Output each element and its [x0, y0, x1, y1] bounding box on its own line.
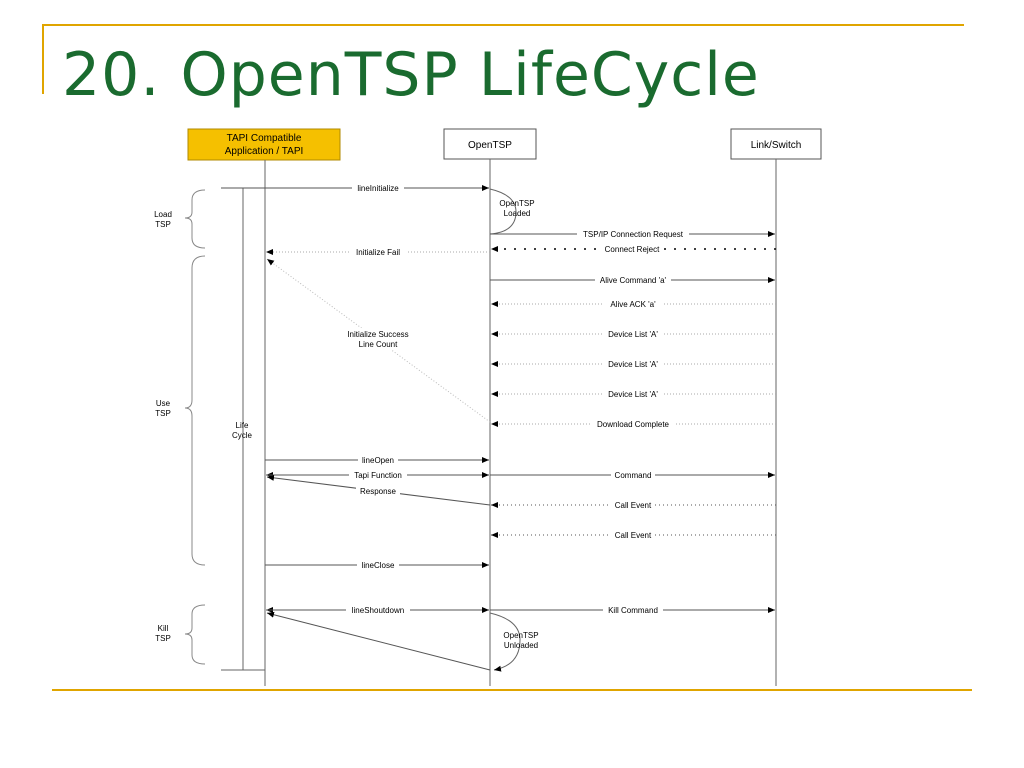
msg-call-event-1-label: Call Event	[615, 501, 652, 510]
phase-use-label-2: TSP	[155, 409, 171, 418]
participant-opentsp: OpenTSP	[443, 128, 537, 160]
note-opentsp-unloaded: OpenTSP Unloaded	[489, 612, 539, 672]
msg-lineclose-label: lineClose	[362, 561, 395, 570]
msg-init-fail-label: Initialize Fail	[356, 248, 400, 257]
msg-alive-ack-label: Alive ACK 'a'	[610, 300, 656, 309]
msg-kill-command-label: Kill Command	[608, 606, 658, 615]
left-rule	[42, 24, 44, 94]
phase-use-brace: Use TSP	[155, 255, 206, 566]
msg-device-list-3-label: Device List 'A'	[608, 390, 658, 399]
phase-kill-label-2: TSP	[155, 634, 171, 643]
note-loaded-line2: Loaded	[504, 209, 531, 218]
top-rule	[42, 24, 964, 26]
msg-download-complete-label: Download Complete	[597, 420, 670, 429]
msg-tcp-request-label: TSP/IP Connection Request	[583, 230, 684, 239]
msg-lineinitialize-label: lineInitialize	[357, 184, 399, 193]
participant-link-label: Link/Switch	[751, 140, 802, 151]
msg-call-event-2-label: Call Event	[615, 531, 652, 540]
phase-use-label-1: Use	[156, 399, 171, 408]
phase-kill-label-1: Kill	[158, 624, 169, 633]
msg-command-label: Command	[615, 471, 652, 480]
phase-kill-brace: Kill TSP	[155, 604, 206, 665]
phase-load-brace: Load TSP	[154, 189, 206, 249]
note-unloaded-line1: OpenTSP	[503, 631, 538, 640]
msg-device-list-1-label: Device List 'A'	[608, 330, 658, 339]
participant-opentsp-label: OpenTSP	[468, 140, 512, 151]
participant-tapi: TAPI Compatible Application / TAPI	[187, 128, 341, 161]
phase-load-label-1: Load	[154, 210, 172, 219]
phase-load-label-2: TSP	[155, 220, 171, 229]
slide-title: 20. OpenTSP LifeCycle	[62, 40, 760, 110]
bottom-rule	[52, 689, 972, 691]
note-loaded-line1: OpenTSP	[499, 199, 534, 208]
msg-response-label: Response	[360, 487, 397, 496]
note-unloaded-line2: Unloaded	[504, 641, 538, 650]
msg-alive-command-label: Alive Command 'a'	[600, 276, 667, 285]
msg-lineshutdown-label: lineShoutdown	[352, 606, 404, 615]
lifecycle-label-2: Cycle	[232, 431, 253, 440]
note-opentsp-loaded: OpenTSP Loaded	[489, 188, 535, 235]
msg-lineopen-label: lineOpen	[362, 456, 394, 465]
msg-init-success-label-1: Initialize Success	[347, 330, 408, 339]
msg-unload-return-arrow	[266, 611, 491, 671]
msg-tapi-function-label: Tapi Function	[354, 471, 402, 480]
participant-tapi-line2: Application / TAPI	[225, 146, 304, 157]
lifecycle-label-1: Life	[236, 421, 249, 430]
participant-tapi-line1: TAPI Compatible	[227, 133, 302, 144]
participant-link: Link/Switch	[730, 128, 822, 160]
lifecycle-bar: Life Cycle	[221, 187, 265, 671]
msg-init-success-label-2: Line Count	[359, 340, 398, 349]
msg-device-list-2-label: Device List 'A'	[608, 360, 658, 369]
msg-connect-reject-label: Connect Reject	[605, 245, 660, 254]
